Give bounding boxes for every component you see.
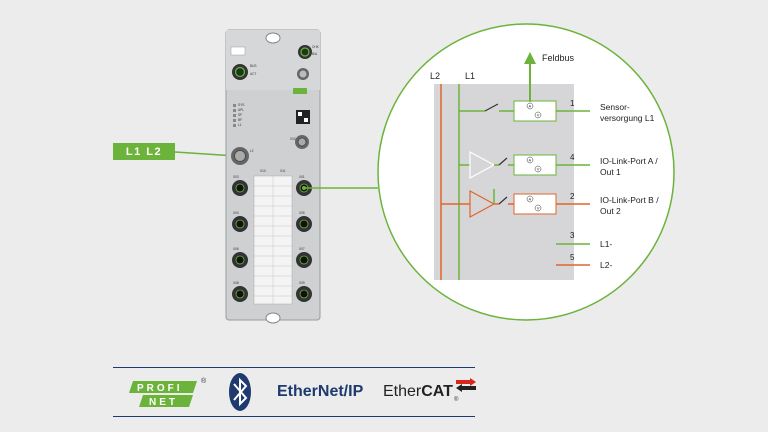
label-strip-lines <box>254 176 292 304</box>
protocol-logo-bar: PROFI NET ® EtherNet/IP EtherCAT ® <box>113 367 478 417</box>
profinet-logo: PROFI NET ® <box>127 367 217 417</box>
ethercat-text-a: Ether <box>383 383 422 400</box>
bus-label: Feldbus <box>542 53 575 63</box>
profinet-logo-mark: PROFI NET ® <box>129 377 207 408</box>
ethernetip-logo: EtherNet/IP <box>277 367 363 417</box>
brand-badge <box>293 88 307 94</box>
mount-hole-top <box>265 32 281 44</box>
amplifier-icon <box>469 189 496 219</box>
connector-bus-out <box>298 45 312 59</box>
profinet-reg: ® <box>201 377 207 385</box>
meter-v-label: V <box>537 206 540 211</box>
logo-bar-top-rule <box>113 367 475 368</box>
meter-a-label: A <box>529 158 532 163</box>
tiny-label: X09 <box>299 281 305 285</box>
zoom-anchor-dot <box>302 186 306 190</box>
return-l2: 5 L2- <box>556 253 612 270</box>
pin-number: 1 <box>570 99 575 108</box>
device-tiny-labels: CHK B/A BUS ACT SYS APL SF BF L1 L2 X02 … <box>233 45 320 285</box>
bluetooth-icon <box>229 373 251 411</box>
meter-a-label: A <box>529 104 532 109</box>
pin-number: 5 <box>570 253 575 262</box>
tiny-label: X04 <box>233 211 239 215</box>
status-leds <box>233 104 236 127</box>
tiny-label: B/A <box>312 52 318 56</box>
connector-aux <box>297 68 309 80</box>
meter-v-label: V <box>537 113 540 118</box>
tiny-label: APL <box>238 108 244 112</box>
tiny-label: X02 <box>290 137 296 141</box>
tiny-label: SF <box>238 113 242 117</box>
connector-power-in <box>231 147 249 165</box>
tiny-label: L1 <box>238 123 242 127</box>
tiny-label: X08 <box>233 281 239 285</box>
switch-icon <box>498 196 508 205</box>
io-port-x06 <box>296 216 312 232</box>
tiny-label: L2 <box>250 149 254 153</box>
io-port-x08 <box>296 252 312 268</box>
tiny-label: X10 <box>260 169 266 173</box>
io-link-module: CHK B/A BUS ACT SYS APL SF BF L1 L2 X02 … <box>225 29 321 324</box>
row-io-link-a: A V 4 IO-Link-Port A / Out 1 <box>459 150 658 180</box>
tiny-label: X01 <box>299 175 305 179</box>
port-label: IO-Link-Port B / <box>600 195 659 205</box>
rail-l1-label: L1 <box>465 71 475 81</box>
ethernetip-text: EtherNet/IP <box>277 383 364 400</box>
tiny-label: X11 <box>280 169 286 173</box>
port-label: Out 2 <box>600 206 621 216</box>
pin-number: 2 <box>570 192 575 201</box>
profinet-top: PROFI <box>137 383 183 394</box>
port-label: Sensor- <box>600 102 630 112</box>
switch-icon <box>498 157 508 166</box>
profinet-bottom: NET <box>149 397 178 408</box>
logo-bar-bottom-rule <box>113 416 475 417</box>
tiny-label: CHK <box>312 45 320 49</box>
return-label: L1- <box>600 239 612 249</box>
tiny-label: X06 <box>233 247 239 251</box>
port-label: Out 1 <box>600 167 621 177</box>
schematic-zoom: L2 L1 Feldbus A V 1 Sensor- versorgung L… <box>377 23 675 321</box>
tiny-label: X05 <box>299 211 305 215</box>
return-label: L2- <box>600 260 612 270</box>
io-port-x10 <box>296 286 312 302</box>
port-label: versorgung L1 <box>600 113 655 123</box>
tiny-label: BUS <box>250 64 257 68</box>
ethercat-text-b: CAT <box>421 383 453 400</box>
io-port-x07 <box>232 252 248 268</box>
bus-arrow-icon <box>524 52 536 64</box>
pin-number: 4 <box>570 153 575 162</box>
mount-hole-bottom <box>265 312 281 324</box>
ethercat-logo: EtherCAT ® <box>383 367 478 417</box>
port-label: IO-Link-Port A / <box>600 156 658 166</box>
pin-number: 3 <box>570 231 575 240</box>
bluetooth-logo <box>227 367 253 417</box>
tiny-label: SYS <box>238 103 244 107</box>
io-port-x03 <box>232 180 248 196</box>
tiny-label: BF <box>238 118 242 122</box>
meter-a-label: A <box>529 197 532 202</box>
row-sensor-supply: A V 1 Sensor- versorgung L1 <box>459 99 655 123</box>
return-l1: 3 L1- <box>556 231 612 249</box>
io-ports <box>232 180 312 302</box>
io-port-x05 <box>232 216 248 232</box>
connector-power-out <box>295 135 309 149</box>
tiny-label: X07 <box>299 247 305 251</box>
amplifier-icon <box>469 150 496 180</box>
rail-l2-label: L2 <box>430 71 440 81</box>
meter-v-label: V <box>537 167 540 172</box>
switch-icon <box>484 103 499 112</box>
row-io-link-b: A V 2 IO-Link-Port B / Out 2 <box>441 189 659 219</box>
ethercat-reg: ® <box>453 397 459 403</box>
connector-bus-in <box>232 64 248 80</box>
io-port-x09 <box>232 286 248 302</box>
tiny-label: X03 <box>233 175 239 179</box>
ethercat-arrows-icon <box>456 378 477 392</box>
tiny-label: ACT <box>250 72 256 76</box>
rail-label: L1 L2 <box>113 143 175 160</box>
